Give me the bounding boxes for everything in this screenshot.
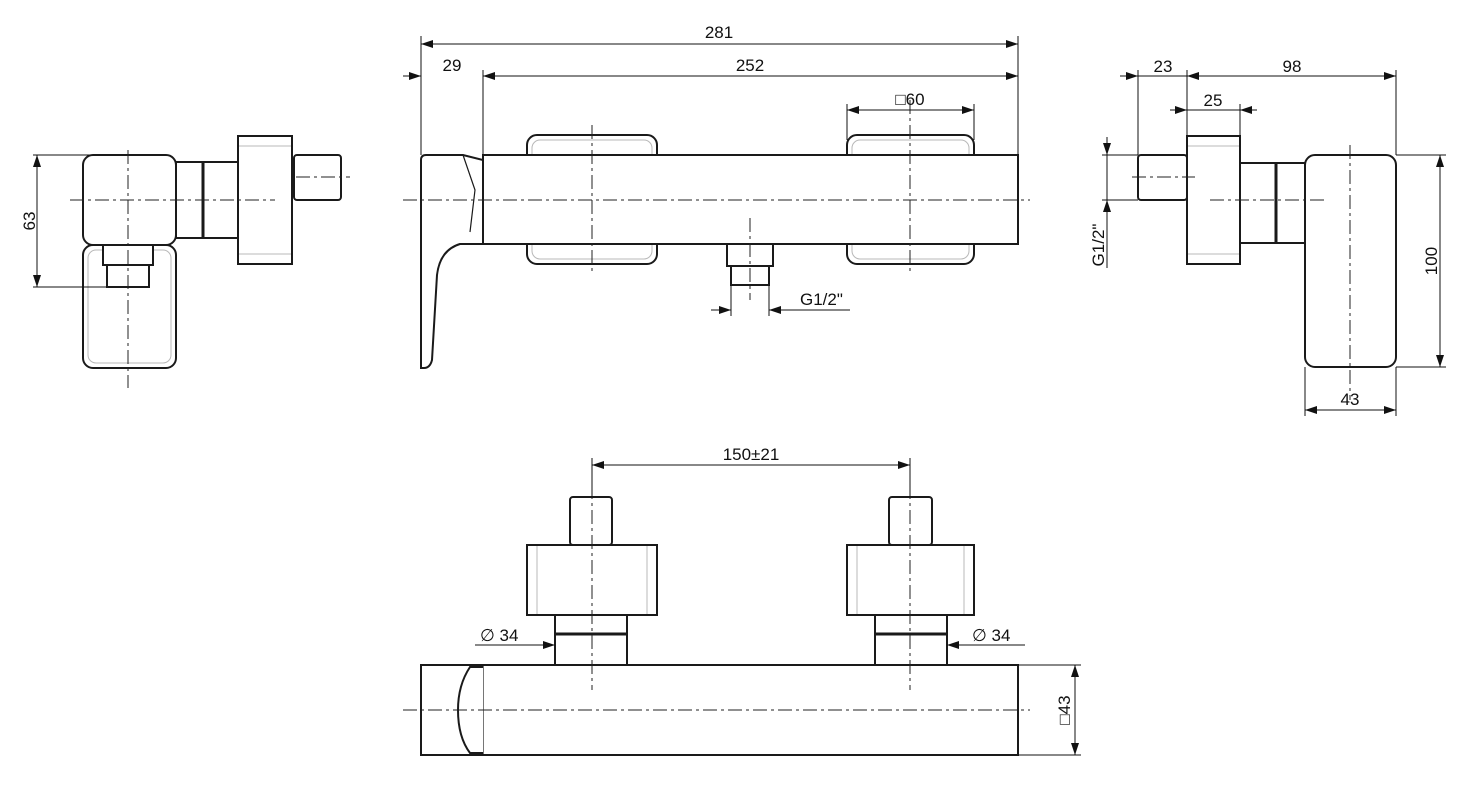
dim-height-63: 63 [20,212,39,231]
dim-diameter-left: ∅ 34 [480,626,518,645]
dim-knob-25: 25 [1204,91,1223,110]
connector [1239,162,1306,244]
dim-lever-29: 29 [443,56,462,75]
stem-left [569,496,613,546]
lever-handle [420,154,484,369]
dim-knob-square-60: □60 [895,90,924,109]
neck-left [554,614,628,666]
dim-body-252: 252 [736,56,764,75]
dim-overall-281: 281 [705,23,733,42]
lever [1304,154,1397,368]
left-side-view: 63 [20,135,350,388]
top-view: 150±21 ∅ 34 ∅ 34 □43 [403,445,1081,756]
dim-stem-23: 23 [1154,57,1173,76]
dim-body-square-43: □43 [1055,695,1074,724]
neck-right [874,614,948,666]
mixer-body [420,664,1019,756]
dim-center-distance: 150±21 [723,445,780,464]
dim-outlet-thread: G1/2" [800,290,843,309]
dim-lever-100: 100 [1422,247,1441,275]
dim-diameter-right: ∅ 34 [972,626,1010,645]
dim-inlet-thread: G1/2" [1089,224,1108,267]
front-view: 281 29 252 □60 G1/2" [403,23,1030,369]
dim-lever-43: 43 [1341,390,1360,409]
dim-depth-98: 98 [1283,57,1302,76]
right-side-view: 23 98 25 G1/2" 100 43 [1089,57,1446,416]
